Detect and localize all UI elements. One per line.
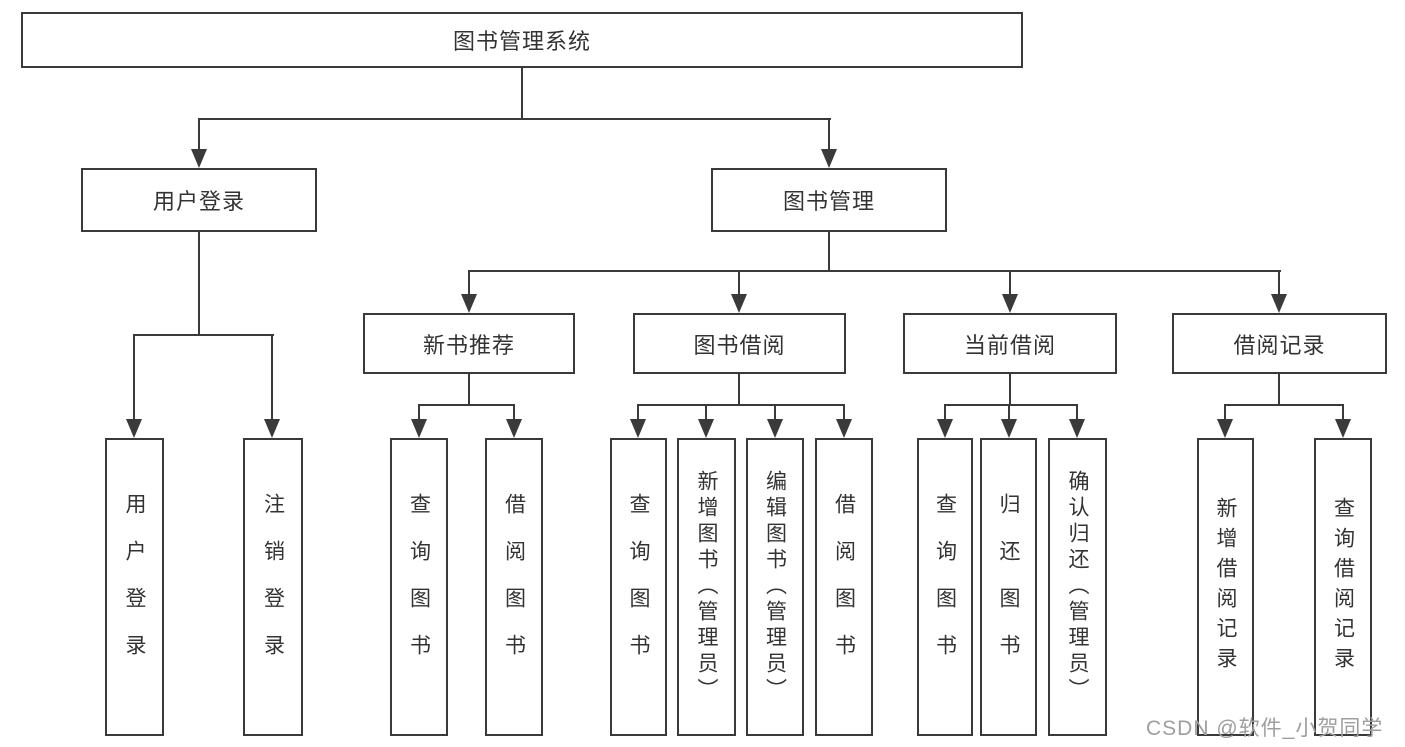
connector-new-book-recommend-trunk (468, 374, 470, 406)
leaf-logout: 注销登录 (243, 438, 303, 736)
connector-to-leaf-cb-query (944, 404, 946, 419)
connector-level2-bus (198, 118, 831, 120)
connector-to-leaf-logout (271, 334, 273, 419)
connector-level3-bus (468, 270, 1281, 272)
connector-to-leaf-nb-borrow (513, 404, 515, 419)
node-current-borrow-label: 当前借阅 (963, 332, 1056, 358)
connector-current-borrow-bus (944, 404, 1078, 406)
leaf-borrow-borrow-book-label: 借阅图书 (832, 493, 856, 681)
arrow-leaf-nb-borrow-icon (506, 419, 522, 438)
arrow-leaf-br-add-icon (1217, 419, 1233, 438)
connector-to-leaf-bb-edit (774, 404, 776, 419)
connector-new-book-bus (418, 404, 515, 406)
arrow-new-book-recommend-icon (461, 294, 477, 313)
connector-to-new-book-recommend (468, 270, 470, 294)
leaf-edit-book-admin: 编辑图书（管理员） (746, 438, 804, 736)
leaf-borrow-query-book: 查询图书 (610, 438, 667, 736)
arrow-leaf-user-login-icon (126, 419, 142, 438)
leaf-add-borrow-record-label: 新增借阅记录 (1214, 497, 1237, 677)
arrow-book-borrow-icon (731, 294, 747, 313)
node-user-login: 用户登录 (81, 168, 317, 232)
connector-root-trunk (521, 68, 523, 120)
arrow-leaf-bb-add-icon (698, 419, 714, 438)
leaf-add-book-admin-label: 新增图书（管理员） (695, 470, 718, 704)
arrow-book-management-icon (821, 149, 837, 168)
node-book-borrow: 图书借阅 (633, 313, 846, 374)
connector-borrow-records-bus (1224, 404, 1344, 406)
arrow-leaf-bb-borrow-icon (836, 419, 852, 438)
leaf-query-borrow-record-label: 查询借阅记录 (1331, 497, 1355, 677)
leaf-newbooks-query-book: 查询图书 (390, 438, 448, 736)
leaf-current-query-book-label: 查询图书 (933, 493, 957, 681)
leaf-edit-book-admin-label: 编辑图书（管理员） (763, 470, 787, 704)
node-current-borrow: 当前借阅 (903, 313, 1117, 374)
connector-book-borrow-bus (637, 404, 845, 406)
connector-to-leaf-br-add (1224, 404, 1226, 419)
connector-to-leaf-cb-confirm (1076, 404, 1078, 419)
leaf-query-borrow-record: 查询借阅记录 (1314, 438, 1372, 736)
leaf-borrow-query-book-label: 查询图书 (627, 493, 650, 681)
connector-to-leaf-nb-query (418, 404, 420, 419)
node-new-book-recommend: 新书推荐 (363, 313, 575, 374)
connector-to-leaf-bb-borrow (843, 404, 845, 419)
arrow-current-borrow-icon (1002, 294, 1018, 313)
connector-current-borrow-trunk (1009, 374, 1011, 406)
arrow-leaf-logout-icon (264, 419, 280, 438)
connector-to-leaf-bb-add (705, 404, 707, 419)
arrow-leaf-bb-edit-icon (767, 419, 783, 438)
leaf-logout-label: 注销登录 (261, 493, 285, 681)
arrow-leaf-bb-query-icon (630, 419, 646, 438)
csdn-watermark: CSDN @软件_小贺同学 (1146, 717, 1384, 740)
leaf-confirm-return-admin: 确认归还（管理员） (1048, 438, 1107, 736)
connector-book-management-trunk (828, 232, 830, 272)
node-book-management: 图书管理 (711, 168, 947, 232)
leaf-return-book: 归还图书 (980, 438, 1037, 736)
node-book-management-label: 图书管理 (782, 189, 875, 214)
connector-book-borrow-trunk (738, 374, 740, 406)
connector-to-leaf-br-query (1342, 404, 1344, 419)
arrow-borrow-records-icon (1271, 294, 1287, 313)
connector-to-user-login (198, 118, 200, 151)
arrow-leaf-br-query-icon (1335, 419, 1351, 438)
node-root: 图书管理系统 (21, 12, 1023, 68)
node-new-book-recommend-label: 新书推荐 (422, 332, 515, 358)
leaf-confirm-return-admin-label: 确认归还（管理员） (1066, 470, 1089, 704)
node-book-borrow-label: 图书借阅 (693, 332, 786, 358)
leaf-user-login-label: 用户登录 (123, 493, 146, 681)
arrow-leaf-cb-confirm-icon (1069, 419, 1085, 438)
leaf-newbooks-borrow-book-label: 借阅图书 (502, 493, 526, 681)
connector-to-leaf-user-login (133, 334, 135, 419)
connector-user-login-trunk (198, 232, 200, 336)
connector-borrow-records-trunk (1278, 374, 1280, 406)
node-borrow-records-label: 借阅记录 (1233, 332, 1326, 358)
leaf-add-borrow-record: 新增借阅记录 (1197, 438, 1254, 736)
leaf-current-query-book: 查询图书 (917, 438, 973, 736)
connector-user-login-bus (133, 334, 274, 336)
leaf-add-book-admin: 新增图书（管理员） (677, 438, 736, 736)
arrow-leaf-cb-return-icon (1001, 419, 1017, 438)
connector-to-current-borrow (1009, 270, 1011, 294)
arrow-user-login-icon (191, 149, 207, 168)
connector-to-borrow-records (1278, 270, 1280, 294)
arrow-leaf-cb-query-icon (937, 419, 953, 438)
leaf-borrow-borrow-book: 借阅图书 (815, 438, 873, 736)
connector-to-leaf-cb-return (1008, 404, 1010, 419)
arrow-leaf-nb-query-icon (411, 419, 427, 438)
node-user-login-label: 用户登录 (152, 189, 245, 214)
connector-to-leaf-bb-query (637, 404, 639, 419)
leaf-newbooks-borrow-book: 借阅图书 (485, 438, 543, 736)
leaf-newbooks-query-book-label: 查询图书 (407, 493, 431, 681)
leaf-user-login: 用户登录 (105, 438, 164, 736)
connector-to-book-borrow (738, 270, 740, 294)
leaf-return-book-label: 归还图书 (997, 493, 1020, 681)
connector-to-book-management (828, 118, 830, 151)
node-root-label: 图书管理系统 (452, 29, 591, 54)
node-borrow-records: 借阅记录 (1172, 313, 1387, 374)
